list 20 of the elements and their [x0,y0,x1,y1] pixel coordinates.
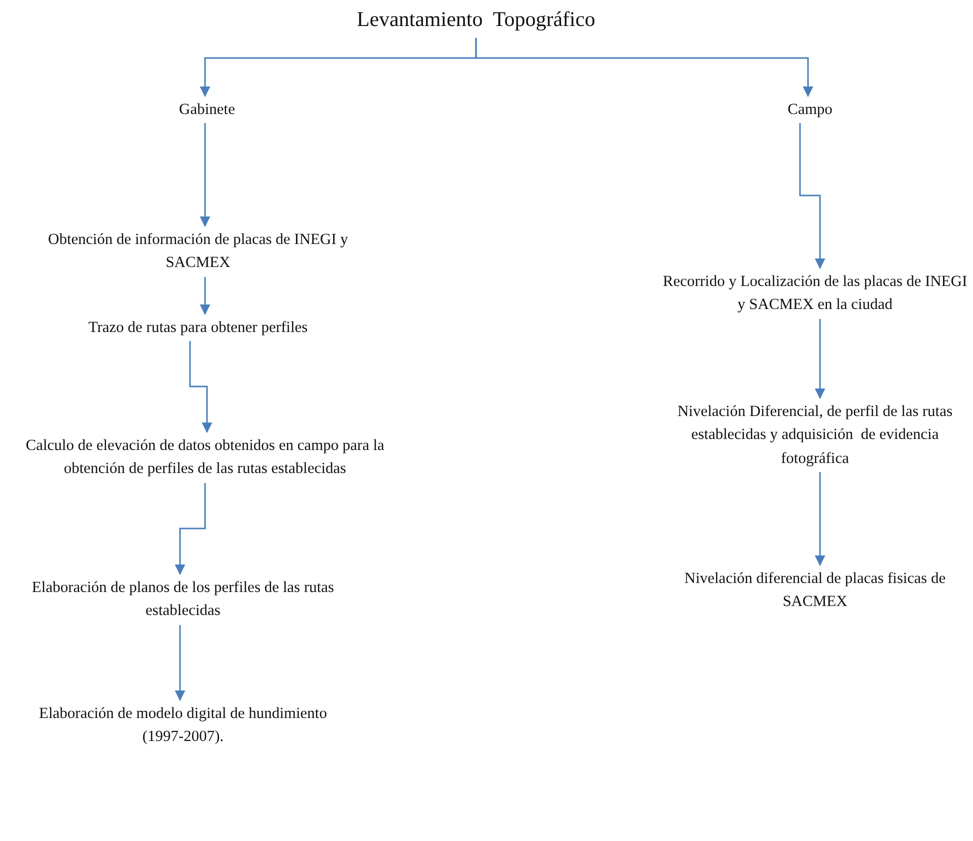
step-text: Gabinete [147,98,267,122]
step-text: Campo [750,98,870,122]
arrow [814,472,826,566]
step-text: Obtención de información de placas de INEGI y SACMEX [33,228,363,274]
step-text: Trazo de rutas para obtener perfiles [28,316,368,340]
step-text: Elaboración de modelo digital de hundimiento (1997-2007). [18,702,348,748]
step-text: Recorrido y Localización de las placas de INEGI y SACMEX en la ciudad [660,270,970,316]
arrow [174,625,186,702]
step-text: Nivelación Diferencial, de perfil de las rutas establecidas y adquisición de evidencia fotográfica [660,400,970,470]
arrow [200,277,210,316]
arrow [799,123,826,270]
arrow [174,483,206,576]
heading-text: Levantamiento Topográfico [266,4,686,36]
step-text: Calculo de elevación de datos obtenidos en campo para la obtención de perfiles de las rutas establecidas [12,434,398,480]
arrow [189,341,212,434]
arrow [475,38,814,98]
step-text: Elaboración de planos de los perfiles de las rutas establecidas [13,576,353,622]
arrow [814,319,826,400]
step-text: Nivelación diferencial de placas fisicas de SACMEX [670,567,960,614]
arrow [200,123,210,228]
